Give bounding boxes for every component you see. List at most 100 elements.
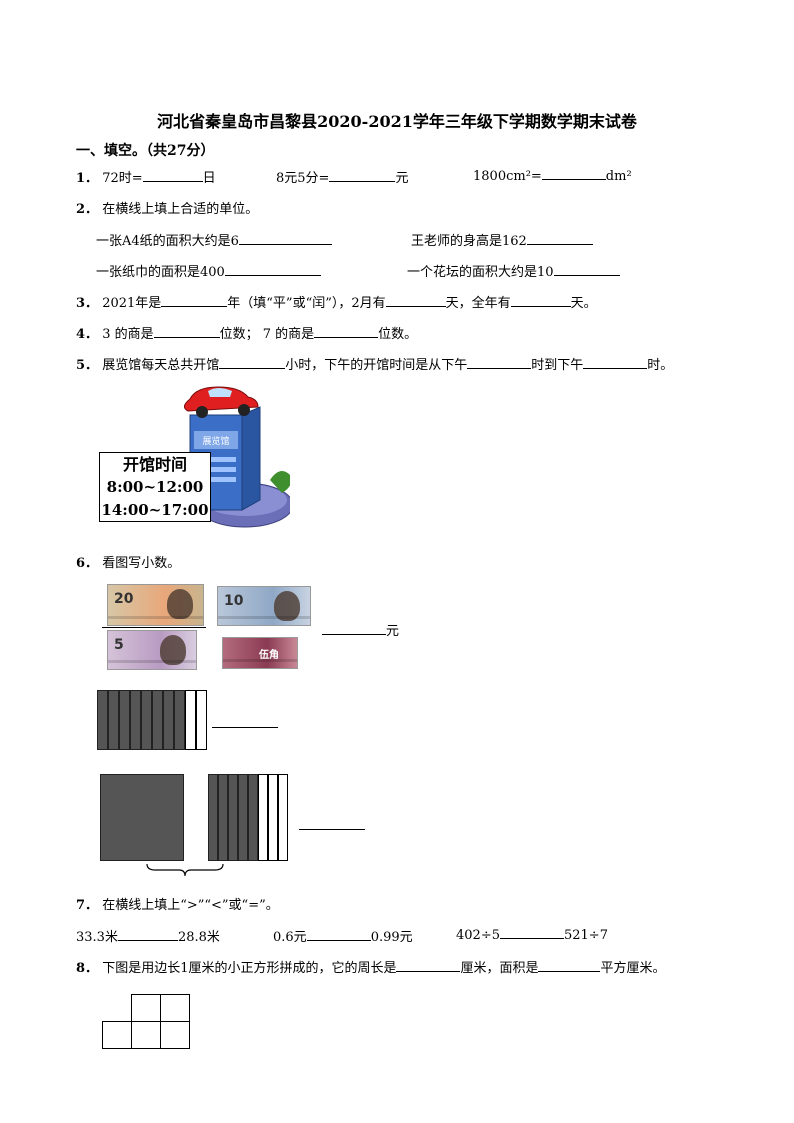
banknote-value: 伍角: [259, 650, 279, 661]
q2-d-text: 一个花坛的面积大约是10: [407, 265, 554, 280]
q2-c-text: 一张纸巾的面积是400: [96, 265, 225, 280]
question-4: 4． 3 的商是位数； 7 的商是位数。: [76, 323, 417, 342]
question-number: 5．: [76, 358, 99, 373]
question-3: 3． 2021年是年（填“平”或“闰”），2月有天，全年有天。: [76, 292, 597, 311]
question-number: 2．: [76, 202, 99, 217]
q1-b-unit: 元: [395, 171, 409, 186]
banknote-value: 10: [224, 593, 244, 609]
answer-blank[interactable]: [306, 928, 371, 941]
question-6: 6． 看图写小数。: [76, 552, 180, 571]
q2-b-text: 王老师的身高是162: [411, 234, 527, 249]
answer-blank[interactable]: [467, 356, 532, 369]
question-2: 2． 在横线上填上合适的单位。: [76, 198, 258, 217]
question-number: 4．: [76, 327, 99, 342]
q2-b: 王老师的身高是162: [411, 230, 593, 249]
answer-blank[interactable]: [117, 928, 178, 941]
q5-text: 小时，下午的开馆时间是从下午: [285, 358, 468, 373]
question-text: 看图写小数。: [102, 556, 181, 571]
question-number: 8．: [76, 961, 99, 976]
q7-a: 33.3米 28.8米: [76, 926, 220, 945]
answer-blank[interactable]: [499, 926, 564, 939]
answer-blank[interactable]: [219, 356, 286, 369]
building-sign: 展览馆: [202, 435, 229, 447]
question-1c: 1800cm²= dm²: [473, 167, 632, 184]
q7-c: 402÷5 521÷7: [456, 926, 608, 943]
morning-hours: 8:00~12:00: [106, 478, 204, 496]
answer-blank[interactable]: [299, 829, 365, 830]
q3-text: 2021年是: [102, 296, 162, 311]
question-8: 8． 下图是用边长1厘米的小正方形拼成的，它的周长是 厘米，面积是 平方厘米。: [76, 957, 666, 976]
question-text: 在横线上填上“>”“<”或“=”。: [102, 898, 279, 913]
q7-right: 28.8米: [177, 930, 220, 945]
q5-text: 展览馆每天总共开馆: [102, 358, 220, 373]
q1-c-text: 1800cm²=: [473, 169, 542, 184]
answer-blank[interactable]: [553, 263, 620, 276]
q2-c: 一张纸巾的面积是400: [96, 261, 321, 280]
banknote-value: 20: [114, 591, 134, 607]
answer-blank[interactable]: [224, 263, 321, 276]
q7-left: 402÷5: [456, 928, 500, 943]
q8-text: 厘米，面积是: [460, 961, 539, 976]
q2-d: 一个花坛的面积大约是10: [407, 261, 620, 280]
portrait-icon: [167, 589, 193, 619]
q4-text: 3 的商是: [102, 327, 154, 342]
question-number: 6．: [76, 556, 99, 571]
banknote-5: 5: [107, 630, 197, 670]
banknote-5-jiao: 伍角: [222, 637, 298, 669]
q1-b-text: 8元5分=: [276, 171, 330, 186]
q4-text: 位数。: [378, 327, 418, 342]
portrait-icon: [274, 591, 300, 621]
answer-blank[interactable]: [153, 325, 220, 338]
q8-text: 平方厘米。: [600, 961, 666, 976]
answer-blank[interactable]: [583, 356, 648, 369]
banknote-10: 10: [217, 586, 311, 626]
afternoon-hours: 14:00~17:00: [101, 501, 209, 519]
question-number: 7．: [76, 898, 99, 913]
q8-text: 下图是用边长1厘米的小正方形拼成的，它的周长是: [102, 961, 397, 976]
money-unit: 元: [386, 624, 400, 639]
q5-text: 时。: [647, 358, 674, 373]
opening-hours-box: 开馆时间 8:00~12:00 14:00~17:00: [99, 452, 211, 522]
answer-blank[interactable]: [538, 959, 601, 972]
q2-a: 一张A4纸的面积大约是6: [96, 230, 332, 249]
answer-blank[interactable]: [314, 325, 379, 338]
answer-blank[interactable]: [396, 959, 461, 972]
q7-right: 521÷7: [563, 928, 608, 943]
answer-blank[interactable]: [329, 169, 396, 182]
exhibition-building-illustration: 展览馆: [184, 386, 290, 528]
question-number: 3．: [76, 296, 99, 311]
answer-blank[interactable]: [238, 232, 332, 245]
q7-left: 0.6元: [273, 930, 307, 945]
q3-text: 天。: [570, 296, 597, 311]
q1-a-text: 72时=: [102, 171, 143, 186]
answer-blank[interactable]: [212, 727, 278, 728]
answer-blank[interactable]: [142, 169, 203, 182]
question-1b: 8元5分= 元: [276, 167, 408, 186]
banknote-20: 20: [107, 584, 204, 626]
hours-label: 开馆时间: [122, 455, 187, 474]
q2-a-text: 一张A4纸的面积大约是6: [96, 234, 239, 249]
answer-blank[interactable]: [526, 232, 593, 245]
answer-blank[interactable]: [385, 294, 446, 307]
answer-blank[interactable]: [541, 167, 606, 180]
question-1: 1． 72时=日: [76, 167, 216, 186]
q7-left: 33.3米: [76, 930, 118, 945]
question-number: 1．: [76, 171, 99, 186]
brace-icon: [146, 863, 224, 877]
q1-c-unit: dm²: [605, 169, 632, 184]
q7-right: 0.99元: [370, 930, 413, 945]
question-5: 5． 展览馆每天总共开馆 小时，下午的开馆时间是从下午 时到下午 时。: [76, 354, 673, 373]
q6-money-answer: 元: [322, 620, 399, 639]
answer-blank[interactable]: [510, 294, 571, 307]
q5-text: 时到下午: [531, 358, 584, 373]
divider-line: [102, 627, 206, 628]
q7-b: 0.6元 0.99元: [273, 926, 413, 945]
page-title: 河北省秦皇岛市昌黎县2020-2021学年三年级下学期数学期末试卷: [157, 112, 637, 131]
section-heading: 一、填空。（共27分）: [76, 143, 215, 159]
question-7: 7． 在横线上填上“>”“<”或“=”。: [76, 894, 279, 913]
banknote-value: 5: [114, 637, 124, 653]
answer-blank[interactable]: [161, 294, 228, 307]
q3-text: 天，全年有: [445, 296, 511, 311]
whole-unit-square: [100, 774, 184, 861]
answer-blank[interactable]: [322, 622, 386, 635]
